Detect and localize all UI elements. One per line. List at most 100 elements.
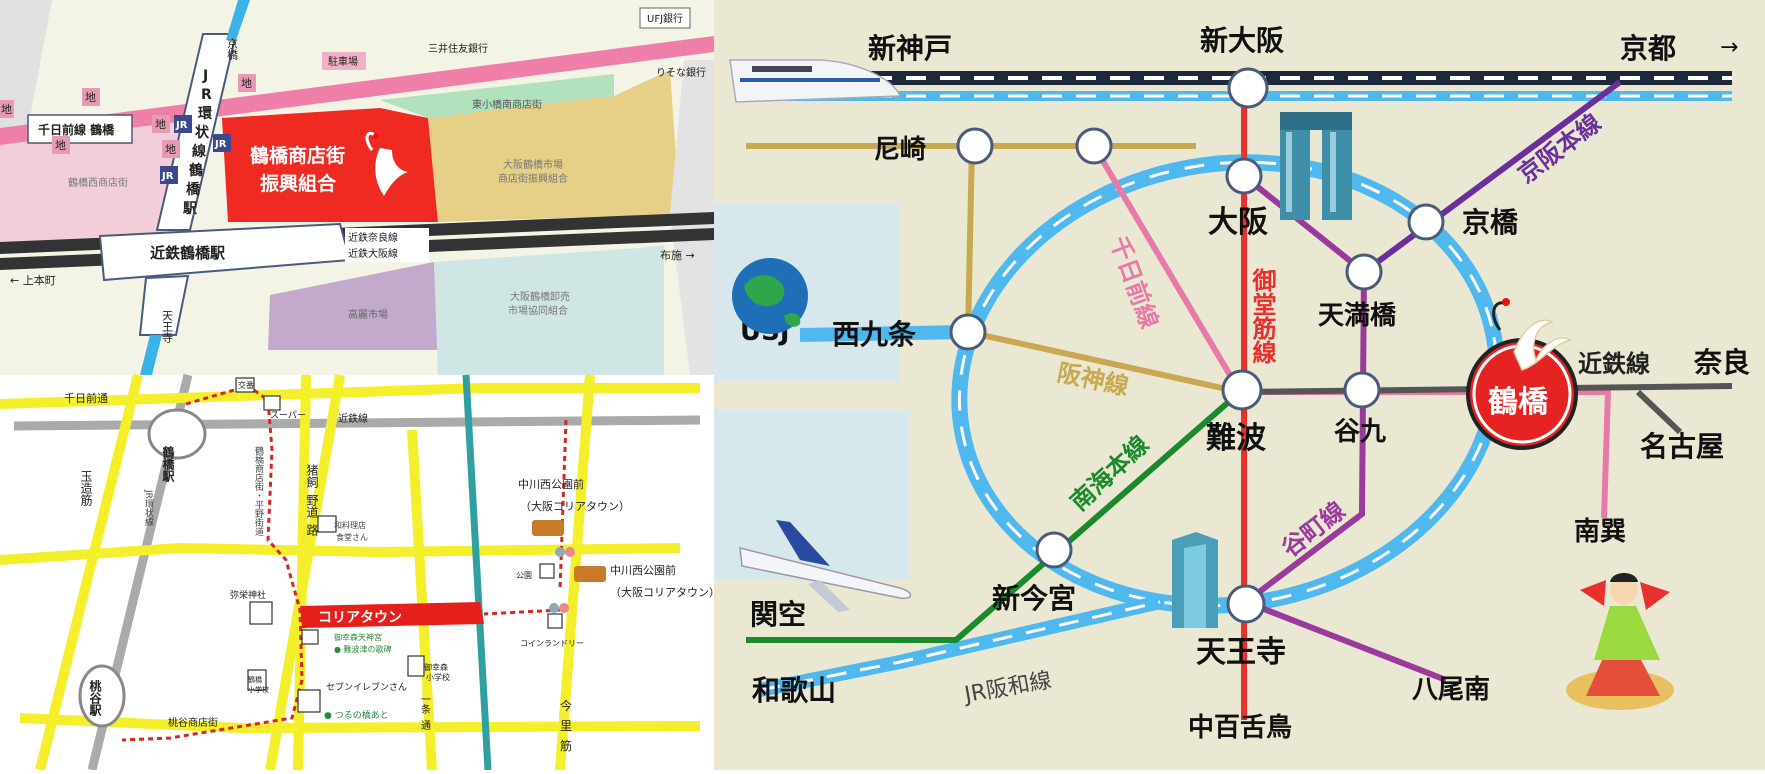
subway-badges: 地 地 地 地 地 地 <box>0 74 256 158</box>
ichiba-label-2: 商店街振興組合 <box>498 172 568 185</box>
svg-text:地: 地 <box>155 118 166 131</box>
bus-icon <box>532 520 606 613</box>
station-nagoya: 名古屋 <box>1640 430 1724 463</box>
station-kanku: 関空 <box>750 598 806 631</box>
nakagawa-2-label-2: （大阪コリアタウン） <box>610 585 720 599</box>
globe-icon <box>732 258 808 334</box>
inokai-label-2: 野道 <box>305 494 319 518</box>
nankai-line <box>746 389 1242 643</box>
super-label: スーパー <box>270 410 306 421</box>
oroshi-label-2: 市場協同組合 <box>508 304 568 317</box>
nakagawa-1-label-2: （大阪コリアタウン） <box>520 499 630 513</box>
station-osaka: 大阪 <box>1208 205 1268 240</box>
momodani-station-marker <box>78 664 126 728</box>
tsuruno-hashi-label: ● つるの橋あと <box>324 709 389 721</box>
tobacco-label-2: 食堂さん <box>336 532 368 542</box>
station-kyobashi: 京橋 <box>1462 206 1519 239</box>
tobacco-label-1: 和料理店 <box>334 520 366 530</box>
bank-mitsui-label: 三井住友銀行 <box>428 42 488 55</box>
dir-fuse-label: 布施 → <box>660 249 695 262</box>
imazato-label-3: 筋 <box>560 738 572 753</box>
dir-kyoto-label: 京橋 <box>226 37 239 61</box>
ichijo-label-1: 一条 <box>419 694 431 714</box>
tsuruhashi-station-marker <box>147 408 207 460</box>
station-area-map: J R 環 状 線 鶴 橋 駅 京橋 天王寺 近鉄鶴橋駅 ← 上本町 布施 → … <box>0 0 714 375</box>
shotengai-route-label: 鶴橋商店街・平野街道 <box>253 445 264 537</box>
walking-route <box>121 384 304 742</box>
koban-label: 交番 <box>238 380 254 390</box>
svg-text:JR: JR <box>161 171 174 182</box>
tamatsukuri-label: 玉造筋 <box>79 470 93 507</box>
imazato-label-1: 今 <box>560 698 572 713</box>
dancer-icon <box>1566 573 1674 710</box>
naniwazu-label: ● 難波津の歌碑 <box>334 644 392 654</box>
station-nishikujo: 西九条 <box>832 318 916 351</box>
svg-text:地: 地 <box>85 91 96 104</box>
nakagawa-1-label-1: 中川西公園前 <box>518 477 584 491</box>
station-nara: 奈良 <box>1693 346 1750 379</box>
station-tennoji: 天王寺 <box>1196 635 1286 670</box>
station-markers <box>949 67 1445 624</box>
station-tsuruhashi: 鶴橋 <box>1488 385 1549 420</box>
shotengai-label-2: 振興組合 <box>260 172 337 195</box>
station-shinimamiya: 新今宮 <box>992 582 1076 615</box>
station-namba: 難波 <box>1206 421 1267 456</box>
oroshi-label-1: 大阪鶴橋卸売 <box>510 290 570 303</box>
oroshi-ichiba-area <box>434 245 664 375</box>
momodani-station-label: 桃谷駅 <box>88 679 102 717</box>
route-map: 新神戸 新大阪 京都 尼崎 大阪 京橋 天満橋 USJ 西九条 難波 谷九 鶴橋… <box>714 0 1765 770</box>
korai-ichiba-area <box>268 262 438 350</box>
ichiba-label-1: 大阪鶴橋市場 <box>503 158 563 171</box>
station-shinkobe: 新神戸 <box>868 32 952 65</box>
nakagawa-2-label-1: 中川西公園前 <box>610 563 676 577</box>
tower-icon <box>1280 112 1352 220</box>
shinkansen-icon <box>729 59 902 103</box>
station-tenmabashi: 天満橋 <box>1318 301 1397 331</box>
kintetsu-sen-label: 近鉄線 <box>338 412 368 425</box>
station-amagasaki: 尼崎 <box>874 135 926 165</box>
korai-ichiba-label: 高麗市場 <box>348 308 388 321</box>
ichiba-area <box>428 70 680 222</box>
mitake-school-label-1: 御幸森 <box>424 662 448 672</box>
svg-text:地: 地 <box>1 103 12 116</box>
station-yao-minami: 八尾南 <box>1412 675 1490 705</box>
street-map: コリアタウン 鶴橋駅 桃谷駅 千日前通 <box>0 373 720 772</box>
station-kyoto: 京都 <box>1620 32 1676 65</box>
bank-resona-label: りそな銀行 <box>656 66 706 79</box>
inokai-label-1: 猪飼 <box>305 464 319 489</box>
park-label: 公園 <box>516 571 532 580</box>
jr-badges: JR JR JR <box>160 115 231 184</box>
tsuruhashi-school-label-2: 小学校 <box>248 685 269 694</box>
jr-kanjo-vertical: J R 環 状 線 鶴 橋 駅 <box>183 68 217 217</box>
mitake-jinja-label: 御幸森天神宮 <box>334 632 382 642</box>
station-nakamozu: 中百舌鳥 <box>1188 713 1292 743</box>
ichijo-label-2: 通 <box>419 720 431 730</box>
imazato-label-2: 里 <box>560 719 572 733</box>
svg-text:JR: JR <box>175 120 188 131</box>
station-shinosaka: 新大阪 <box>1200 24 1284 57</box>
mitake-school-label-2: 小学校 <box>426 672 450 682</box>
kyoto-arrow: → <box>1720 35 1738 60</box>
koreatown-bar <box>300 602 484 628</box>
higashi-shotengai-label: 東小橋南商店街 <box>472 98 542 111</box>
kintetsu-station-label: 近鉄鶴橋駅 <box>150 244 226 262</box>
line-kintetsu-label: 近鉄線 <box>1578 350 1650 378</box>
seven-eleven-label: セブンイレブンさん <box>326 681 407 693</box>
crane-icon <box>365 131 408 196</box>
line-midosuji-label: 御堂筋線 <box>1248 268 1277 365</box>
inokai-label-3: 路 <box>305 523 319 537</box>
parking-label: 駐車場 <box>328 55 358 68</box>
shotengai-label-1: 鶴橋商店街 <box>250 144 345 167</box>
sennichimae-station-label: 千日前線 鶴橋 <box>38 122 115 137</box>
tsuruhashi-school-label-1: 鶴橋 <box>248 675 262 684</box>
airplane-icon <box>739 520 912 612</box>
crane-icon <box>1492 298 1572 371</box>
coin-laundry-label: コインランドリー <box>520 639 584 648</box>
station-minamitatsumi: 南巽 <box>1574 517 1626 547</box>
keihan-line <box>1362 79 1622 275</box>
jr-kanjo-sen-label: JR環状線 <box>143 489 154 526</box>
tsuruhashi-station-label: 鶴橋駅 <box>161 445 175 483</box>
nishi-shotengai-area <box>0 120 190 250</box>
station-tanimachi9: 谷九 <box>1334 417 1386 447</box>
